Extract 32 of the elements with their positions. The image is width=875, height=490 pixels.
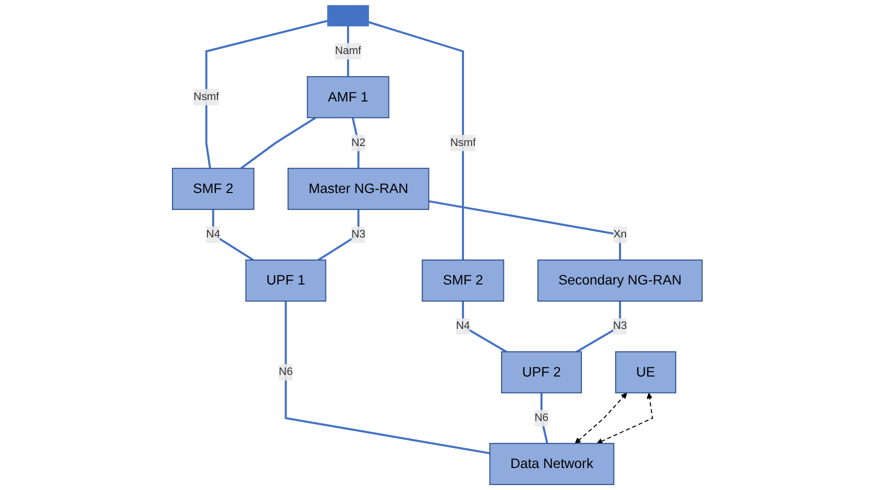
edge-label: N2	[352, 136, 366, 148]
edge-label: N4	[206, 228, 220, 240]
edge-label: Xn	[613, 228, 627, 240]
connector	[212, 209, 254, 261]
connector	[428, 200, 622, 260]
edge-label: Nsmf	[194, 91, 220, 103]
connector	[284, 301, 490, 454]
node-box: UPF 2	[501, 351, 582, 394]
node-box: UE	[615, 351, 676, 394]
node-box: Secondary NG-RAN	[538, 260, 703, 302]
node-box: AMF 1	[307, 76, 390, 118]
edge-label: N3	[352, 228, 366, 240]
edge-label: Namf	[335, 45, 362, 57]
edge-label: N3	[613, 320, 628, 332]
arrow	[575, 392, 628, 444]
node-box: SMF 2	[172, 168, 255, 210]
node-box: UPF 1	[246, 260, 326, 302]
connector	[318, 209, 360, 261]
connector	[368, 21, 464, 260]
connector	[462, 301, 508, 353]
connector	[240, 116, 316, 170]
connector	[352, 117, 360, 168]
edge-label: Nsmf	[450, 136, 476, 148]
node-box: Data Network	[490, 442, 614, 486]
edge-label: N4	[456, 320, 470, 332]
connector	[205, 20, 328, 168]
arrow	[596, 392, 654, 444]
edge-label: N6	[278, 366, 293, 378]
edge-label: N6	[534, 412, 549, 424]
node-bar	[327, 5, 370, 26]
node-box: SMF 2	[422, 260, 504, 302]
node-box: Master NG-RAN	[288, 168, 430, 210]
